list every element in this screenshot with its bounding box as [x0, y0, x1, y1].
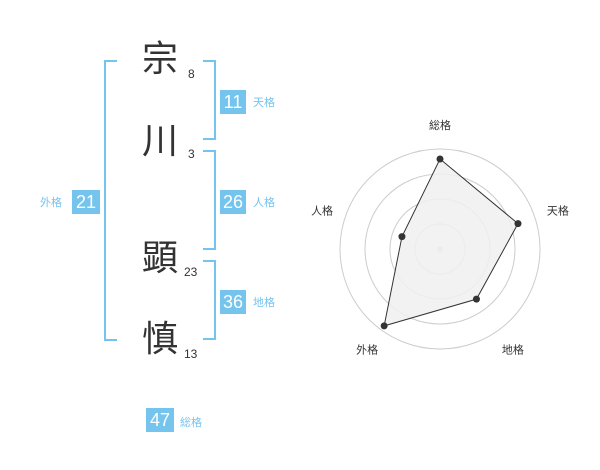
tenkaku-label: 天格: [253, 96, 275, 109]
radar-axis-label-2: 天格: [547, 204, 569, 218]
name-char-4: 慎: [141, 319, 178, 360]
radar-point-4: [380, 322, 388, 330]
gaikaku-bracket: [104, 60, 117, 341]
soukaku-label: 総格: [180, 416, 202, 429]
jinkaku-bracket: [203, 150, 216, 250]
stroke-count-3: 23: [184, 265, 198, 279]
radar-point-3: [472, 295, 480, 303]
gaikaku-label: 外格: [40, 196, 62, 209]
tenkaku-bracket: [203, 60, 216, 140]
radar-point-5: [398, 233, 406, 241]
jinkaku-label: 人格: [253, 196, 275, 209]
radar-grid-ring: [339, 148, 541, 350]
chikaku-bracket: [203, 260, 216, 340]
name-char-3: 顕: [141, 238, 178, 279]
gaikaku-value: 21: [72, 190, 100, 214]
chikaku-value: 36: [220, 290, 246, 314]
chikaku-label: 地格: [253, 296, 275, 309]
tenkaku-value: 11: [220, 90, 246, 114]
stroke-count-1: 8: [188, 67, 195, 81]
radar-axis-label-3: 地格: [502, 342, 524, 356]
name-char-2: 川: [141, 121, 178, 162]
radar-point-2: [514, 220, 522, 228]
jinkaku-value: 26: [220, 190, 246, 214]
name-char-1: 宗: [141, 39, 178, 80]
radar-axis-label-4: 外格: [356, 342, 378, 356]
radar-area: [383, 158, 519, 327]
radar-axis-label-5: 人格: [311, 204, 333, 218]
radar-axis-label-1: 総格: [429, 118, 451, 132]
radar-point-1: [436, 155, 444, 163]
soukaku-value: 47: [146, 408, 174, 432]
stroke-count-2: 3: [188, 147, 195, 161]
stroke-count-4: 13: [184, 347, 198, 361]
